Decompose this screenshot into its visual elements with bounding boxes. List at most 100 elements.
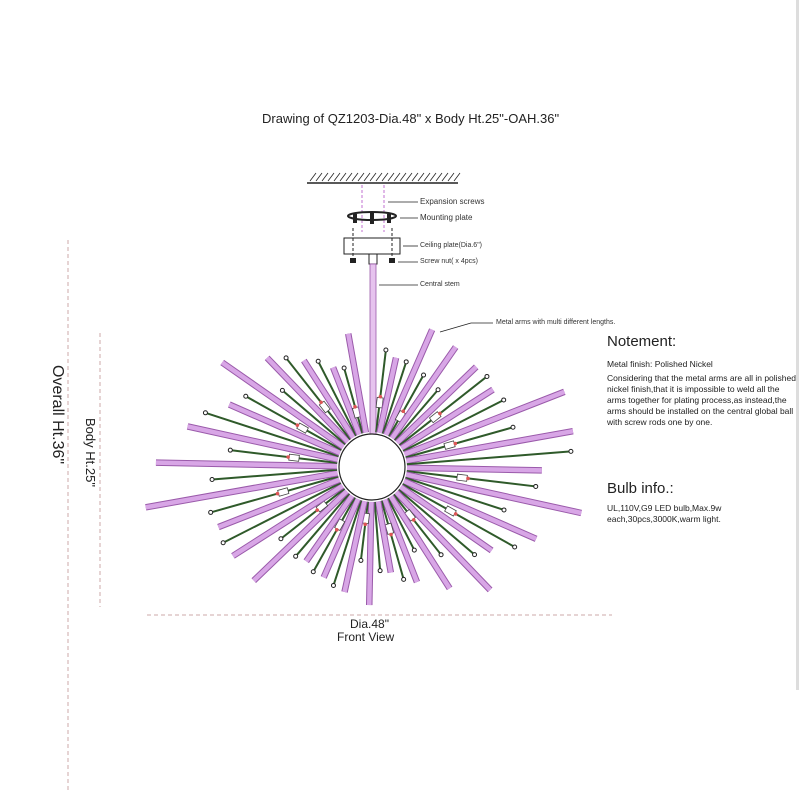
metal-arm-long-fill bbox=[220, 360, 345, 449]
metal-arm-short bbox=[388, 374, 425, 437]
view-label: Front View bbox=[337, 630, 395, 644]
bulb bbox=[315, 508, 319, 512]
arm-end-cap bbox=[358, 557, 364, 563]
label-screw-nut: Screw nut( x 4pcs) bbox=[420, 258, 478, 265]
metal-arm-long-fill bbox=[265, 356, 350, 444]
arm-end-cap bbox=[510, 424, 516, 430]
label-expansion-screws: Expansion screws bbox=[420, 197, 485, 206]
metal-arm-short bbox=[359, 501, 369, 561]
metal-arm-long-fill bbox=[366, 501, 374, 606]
bulb-socket bbox=[443, 440, 456, 450]
metal-arm-long-fill bbox=[400, 387, 495, 451]
notes-finish: Metal finish: Polished Nickel bbox=[607, 359, 713, 369]
arm-end-cap bbox=[208, 509, 214, 515]
metal-arm-long-fill bbox=[155, 460, 338, 469]
metal-arm-short bbox=[373, 501, 382, 571]
metal-arm-long-fill bbox=[228, 402, 341, 456]
metal-arm-short bbox=[343, 367, 364, 434]
metal-arm-short bbox=[381, 361, 408, 435]
metal-arm-long-fill bbox=[301, 359, 356, 439]
bulb-socket bbox=[288, 453, 300, 462]
label-central-stem: Central stem bbox=[420, 281, 460, 288]
metal-arm-long-fill bbox=[346, 333, 369, 433]
bulb bbox=[453, 512, 458, 516]
metal-arm-long-fill bbox=[145, 470, 338, 510]
notes-heading: Notement: bbox=[607, 333, 677, 350]
arm-end-cap bbox=[310, 569, 316, 575]
mounting-hardware bbox=[343, 185, 401, 437]
arm-end-cap bbox=[227, 447, 233, 453]
metal-arm-short bbox=[210, 475, 339, 514]
metal-arm-long-fill bbox=[383, 328, 435, 436]
metal-arm-long-fill bbox=[375, 501, 394, 574]
arm-end-cap bbox=[512, 544, 518, 550]
metal-arm-long-fill bbox=[406, 428, 574, 464]
bulb bbox=[453, 441, 458, 446]
metal-arm-long-fill bbox=[342, 500, 367, 593]
metal-arm-short bbox=[380, 500, 405, 580]
arm-end-cap bbox=[421, 372, 427, 378]
arm-end-cap bbox=[533, 483, 539, 489]
metal-arm-short bbox=[392, 493, 442, 556]
metal-arm-short bbox=[312, 497, 356, 573]
bulb bbox=[286, 455, 290, 459]
arm-end-cap bbox=[472, 552, 478, 558]
metal-arm-long-fill bbox=[321, 498, 361, 579]
label-mounting-plate: Mounting plate bbox=[420, 213, 473, 222]
arm-end-cap bbox=[283, 355, 289, 361]
arm-end-cap bbox=[501, 397, 507, 403]
bulb-socket bbox=[277, 487, 290, 497]
bulb-heading: Bulb info.: bbox=[607, 480, 674, 497]
bulb bbox=[353, 404, 357, 409]
metal-arm-short bbox=[281, 389, 347, 446]
metal-arm-long-fill bbox=[330, 366, 362, 436]
arm-end-cap bbox=[383, 347, 389, 353]
central-ball bbox=[338, 433, 406, 501]
arm-end-cap bbox=[484, 373, 490, 379]
arm-end-cap bbox=[435, 387, 441, 393]
ceiling-hatch bbox=[307, 172, 461, 184]
metal-arm-short bbox=[402, 483, 516, 548]
metal-arm-short bbox=[406, 450, 571, 466]
metal-arm-long-fill bbox=[403, 478, 538, 541]
metal-arm-short bbox=[402, 399, 505, 453]
metal-arm-long-fill bbox=[252, 489, 349, 583]
metal-arm-long-fill bbox=[187, 424, 339, 462]
arm-end-cap bbox=[438, 552, 444, 558]
leader-lines bbox=[379, 201, 493, 333]
metal-arm-short bbox=[397, 488, 476, 556]
metal-arm-short bbox=[230, 449, 338, 464]
metal-arm-short bbox=[404, 476, 505, 511]
bulb-socket bbox=[456, 473, 468, 482]
arm-end-cap bbox=[278, 536, 284, 542]
bulb bbox=[389, 532, 393, 537]
arm-end-cap bbox=[315, 358, 321, 364]
arm-end-cap bbox=[568, 448, 574, 454]
bulb bbox=[295, 423, 300, 427]
arm-end-cap bbox=[330, 582, 336, 588]
metal-arm-short bbox=[393, 389, 439, 442]
metal-arm-short bbox=[211, 468, 338, 481]
metal-arm-short bbox=[317, 360, 358, 437]
bulb bbox=[378, 394, 383, 399]
bulb bbox=[411, 518, 416, 522]
metal-arm-long-fill bbox=[388, 495, 452, 590]
metal-arm-long-fill bbox=[377, 357, 399, 434]
metal-arm-short bbox=[294, 492, 351, 557]
metal-arm-long-fill bbox=[406, 465, 542, 473]
arm-end-cap bbox=[209, 477, 215, 483]
arm-end-cap bbox=[243, 393, 249, 399]
metal-arm-short bbox=[405, 426, 514, 459]
bulb bbox=[319, 400, 323, 405]
metal-arm-long-fill bbox=[304, 494, 354, 563]
metal-arm-long-fill bbox=[403, 389, 566, 457]
metal-arm-long-fill bbox=[231, 483, 344, 558]
drawing-title: Drawing of QZ1203-Dia.48" x Body Ht.25"-… bbox=[262, 111, 560, 126]
bulb bbox=[275, 491, 280, 496]
metal-arm-short bbox=[386, 497, 416, 551]
body-height-label: Body Ht.25" bbox=[83, 418, 98, 487]
bulb bbox=[401, 409, 406, 413]
metal-arm-long-fill bbox=[382, 498, 420, 583]
arm-end-cap bbox=[341, 365, 347, 371]
